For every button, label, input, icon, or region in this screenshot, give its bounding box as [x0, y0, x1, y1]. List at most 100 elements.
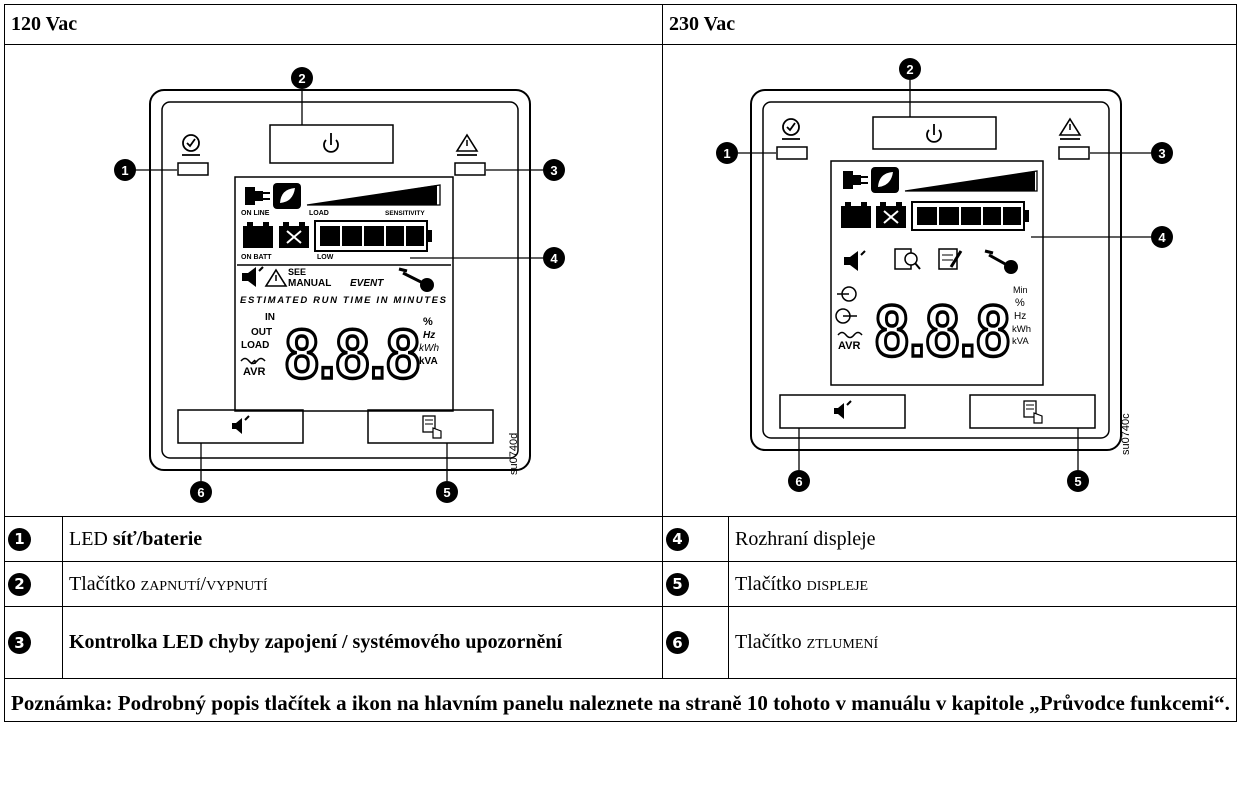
- leaf-icon: [273, 183, 301, 209]
- leaf-icon-230: [871, 167, 899, 193]
- callout-5-230: 5: [1074, 474, 1081, 489]
- event-label: EVENT: [350, 278, 384, 289]
- lcd-display: [234, 176, 454, 412]
- legend-desc-5: Tlačítko displeje: [728, 561, 1237, 607]
- note-text: Poznámka: Podrobný popis tlačítek a ikon…: [4, 678, 1237, 722]
- battery-fault-icon: [279, 222, 309, 248]
- legend-num-1: 1: [4, 516, 63, 562]
- unit-hz-230: Hz: [1014, 311, 1026, 322]
- seven-segment-readout-230: 8.8.8: [875, 292, 1010, 372]
- avr-label: AVR: [243, 366, 265, 378]
- figure-id-230: su0740c: [1120, 413, 1132, 455]
- load-bar-graph: [306, 184, 441, 206]
- plug-icon: [245, 187, 270, 205]
- battery-fault-icon-230: [876, 202, 906, 228]
- callout-badge: 6: [666, 631, 689, 654]
- document-table-frame: 120 Vac 230 Vac: [4, 4, 1237, 722]
- online-check-icon-230: [782, 118, 800, 140]
- load-label: LOAD: [309, 210, 329, 217]
- legend-num-6: 6: [662, 606, 729, 679]
- callout-badge: 3: [8, 631, 31, 654]
- power-button[interactable]: [269, 124, 394, 164]
- online-led-230: [776, 146, 808, 160]
- load-label-2: LOAD: [241, 340, 269, 351]
- display-button[interactable]: [367, 409, 494, 444]
- callout-badge: 4: [666, 527, 689, 551]
- on-batt-label: ON BATT: [241, 254, 272, 261]
- mute-button-icon-230: [834, 400, 852, 419]
- wiring-fault-led-230: [1058, 146, 1090, 160]
- seven-segment-readout: 8.8.8: [285, 315, 420, 393]
- panel-120vac-drawing: ON LINE LOAD SENSITIVITY: [114, 67, 565, 503]
- unit-min: Min: [1013, 285, 1028, 295]
- unit-percent-230: %: [1015, 297, 1025, 309]
- callout-4: 4: [550, 251, 558, 266]
- input-arrow-icon: [837, 286, 857, 302]
- callout-6: 6: [197, 485, 204, 500]
- online-check-icon: [182, 134, 200, 156]
- panel-230vac-drawing: AVR 8.8.8 Min % Hz kWh kVA: [716, 58, 1173, 492]
- unit-kwh-230: kWh: [1012, 324, 1031, 335]
- power-button-230[interactable]: [872, 116, 997, 150]
- display-button-230[interactable]: [969, 394, 1096, 429]
- run-time-label: ESTIMATED RUN TIME IN MINUTES: [240, 295, 447, 306]
- panel-230vac-figure: AVR 8.8.8 Min % Hz kWh kVA: [662, 44, 1237, 517]
- callout-2-230: 2: [906, 62, 913, 77]
- online-led: [177, 162, 209, 176]
- header-230vac: 230 Vac: [662, 4, 1237, 45]
- load-bar-graph-230: [904, 170, 1038, 192]
- callout-6-230: 6: [795, 474, 802, 489]
- unit-kva: kVA: [419, 356, 438, 367]
- battery-icon-230: [841, 202, 871, 228]
- callout-badge: 5: [666, 572, 689, 596]
- avr-wave-icon: [240, 357, 266, 365]
- avr-label-230: AVR: [838, 340, 860, 352]
- output-arrow-icon: [835, 308, 857, 324]
- callout-3: 3: [550, 163, 557, 178]
- callout-4-230: 4: [1158, 230, 1166, 245]
- self-test-icon: [894, 248, 921, 270]
- mute-icon: [242, 266, 264, 287]
- callout-badge: 1: [8, 527, 31, 551]
- out-label: OUT: [251, 327, 272, 338]
- legend-num-5: 5: [662, 561, 729, 607]
- legend-desc-6: Tlačítko ztlumení: [728, 606, 1237, 679]
- legend-num-4: 4: [662, 516, 729, 562]
- front-panel-table: 120 Vac 230 Vac: [4, 4, 1237, 722]
- display-button-icon: [422, 415, 442, 439]
- on-line-label: ON LINE: [241, 210, 270, 217]
- legend-num-3: 3: [4, 606, 63, 679]
- see-label: SEE: [288, 267, 306, 277]
- display-button-icon-230: [1023, 400, 1043, 424]
- manual-label: MANUAL: [288, 278, 331, 289]
- battery-icon: [243, 222, 273, 248]
- mute-button-icon: [232, 415, 250, 434]
- legend-num-2: 2: [4, 561, 63, 607]
- legend-desc-1: LED síť/baterie: [62, 516, 663, 562]
- header-120vac: 120 Vac: [4, 4, 663, 45]
- battery-bar-graph-230: [911, 201, 1029, 231]
- callout-1-230: 1: [723, 146, 730, 161]
- event-log-icon: [938, 248, 963, 270]
- mute-button-230[interactable]: [779, 394, 906, 429]
- sensitivity-label: SENSITIVITY: [385, 210, 425, 217]
- see-manual-warning-icon: [264, 268, 288, 287]
- wiring-fault-led: [454, 162, 486, 176]
- unit-hz: Hz: [423, 330, 435, 341]
- panel-120vac-figure: ON LINE LOAD SENSITIVITY: [4, 44, 663, 517]
- legend-desc-3: Kontrolka LED chyby zapojení / systémové…: [62, 606, 663, 679]
- event-wrench-icon: [398, 267, 434, 292]
- power-icon-230: [926, 124, 942, 143]
- callout-1: 1: [121, 163, 128, 178]
- event-wrench-icon-230: [984, 249, 1018, 274]
- mute-button[interactable]: [177, 409, 304, 444]
- plug-icon-230: [843, 171, 868, 189]
- unit-kwh: kWh: [419, 343, 439, 354]
- unit-kva-230: kVA: [1012, 336, 1029, 347]
- unit-percent: %: [423, 316, 433, 328]
- callout-badge: 2: [8, 572, 31, 596]
- battery-bar-graph: [314, 220, 432, 252]
- legend-desc-2: Tlačítko zapnutí/vypnutí: [62, 561, 663, 607]
- power-icon: [323, 133, 339, 153]
- callout-2: 2: [298, 71, 305, 86]
